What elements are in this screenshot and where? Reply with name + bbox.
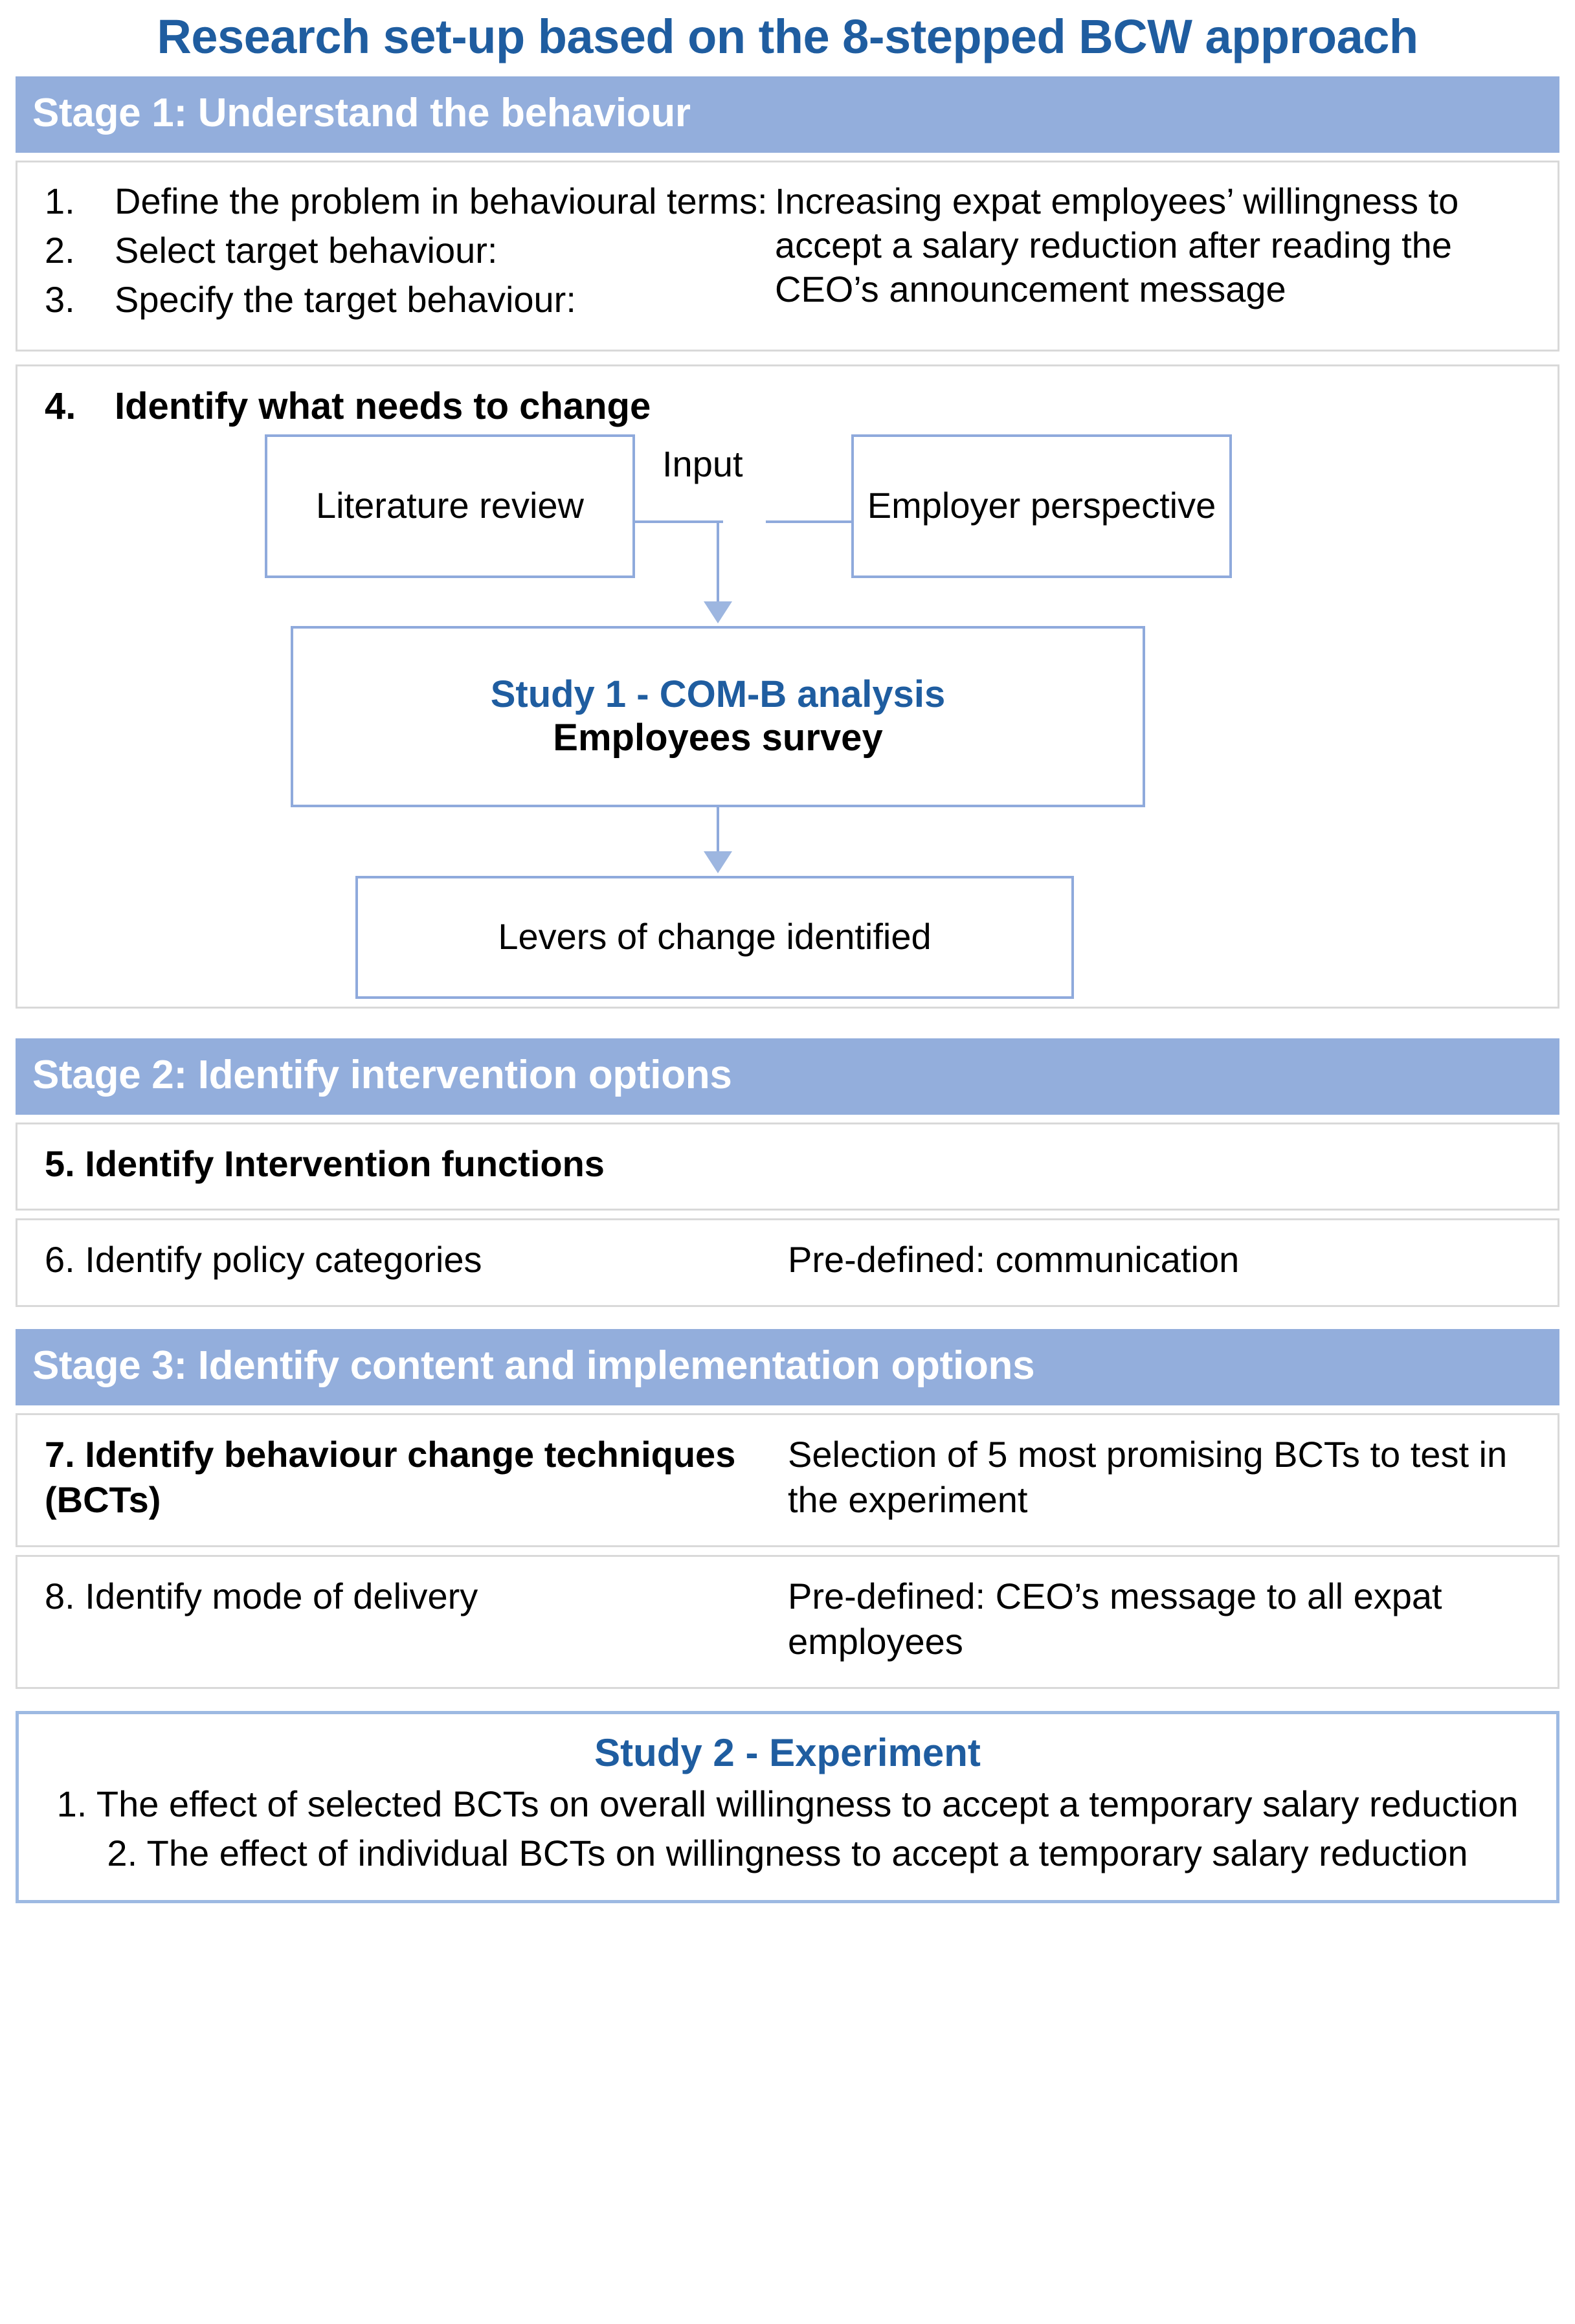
spacer [16,1689,1559,1711]
spacer [16,352,1559,364]
steps-list: 1. Define the problem in behavioural ter… [37,179,768,328]
flow-diagram: Literature review Employer perspective I… [37,434,1538,999]
connector-line-down-2 [717,807,719,854]
steps-outcome-text: Increasing expat employees’ willingness … [775,180,1459,310]
stage-2-row-6: 6. Identify policy categories Pre-define… [16,1218,1559,1307]
step-item: 1. Define the problem in behavioural ter… [37,179,768,223]
stage-2-banner: Stage 2: Identify intervention options [16,1038,1559,1115]
spacer [16,153,1559,161]
study2-objective-1: 1. The effect of selected BCTs on overal… [56,1783,1519,1824]
connector-line-right [766,520,851,523]
step-item: 2. Select target behaviour: [37,229,768,273]
stage-1-banner: Stage 1: Understand the behaviour [16,76,1559,153]
step-label: Specify the target behaviour: [115,279,576,320]
arrow-down-icon [704,851,732,873]
stage-2-row-5: 5. Identify Intervention functions [16,1122,1559,1211]
step-label: Select target behaviour: [115,230,498,271]
input-connector-label: Input [662,443,743,484]
study2-box: Study 2 - Experiment 1. The effect of se… [16,1710,1559,1903]
row-label: 7. Identify behaviour change techniques … [45,1433,736,1521]
spacer [16,1547,1559,1555]
study2-title: Study 2 - Experiment [594,1730,981,1774]
flow-box-study1-comb: Study 1 - COM-B analysis Employees surve… [291,625,1145,807]
study1-title: Study 1 - COM-B analysis [490,673,946,715]
study2-objective-2: 2. The effect of individual BCTs on will… [107,1833,1468,1874]
row-value: Selection of 5 most promising BCTs to te… [788,1433,1508,1521]
stage-1-step4-panel: 4. Identify what needs to change Literat… [16,364,1559,1009]
step-number: 4. [45,385,76,427]
spacer [16,1115,1559,1123]
stage-1-steps-panel: 1. Define the problem in behavioural ter… [16,160,1559,352]
row-label: 8. Identify mode of delivery [45,1575,478,1616]
connector-line-down-1 [717,520,719,605]
flow-box-levers-of-change: Levers of change identified [355,875,1074,999]
row-label: 6. Identify policy categories [45,1239,482,1280]
spacer [16,1405,1559,1413]
spacer [16,1009,1559,1038]
spacer [16,1211,1559,1218]
step-number: 1. [45,180,75,221]
step-item: 3. Specify the target behaviour: [37,278,768,322]
row-label: 5. Identify Intervention functions [45,1143,605,1184]
step-label: Define the problem in behavioural terms: [115,180,768,221]
step-label: Identify what needs to change [115,385,651,427]
stage-3-row-8: 8. Identify mode of delivery Pre-defined… [16,1554,1559,1689]
step4-heading: 4. Identify what needs to change [37,385,1538,428]
stage-3-row-7: 7. Identify behaviour change techniques … [16,1413,1559,1547]
flow-box-literature-review: Literature review [265,434,635,578]
step-number: 2. [45,230,75,271]
stage-3-banner: Stage 3: Identify content and implementa… [16,1328,1559,1405]
connector-line-left [635,520,723,523]
page-title: Research set-up based on the 8-stepped B… [157,10,1418,63]
row-value: Pre-defined: communication [788,1239,1240,1280]
flow-box-employer-perspective: Employer perspective [851,434,1232,578]
spacer [16,1307,1559,1329]
row-value: Pre-defined: CEO’s message to all expat … [788,1575,1442,1662]
study1-subtitle: Employees survey [553,716,883,759]
arrow-down-icon [704,601,732,623]
step-number: 3. [45,279,75,320]
